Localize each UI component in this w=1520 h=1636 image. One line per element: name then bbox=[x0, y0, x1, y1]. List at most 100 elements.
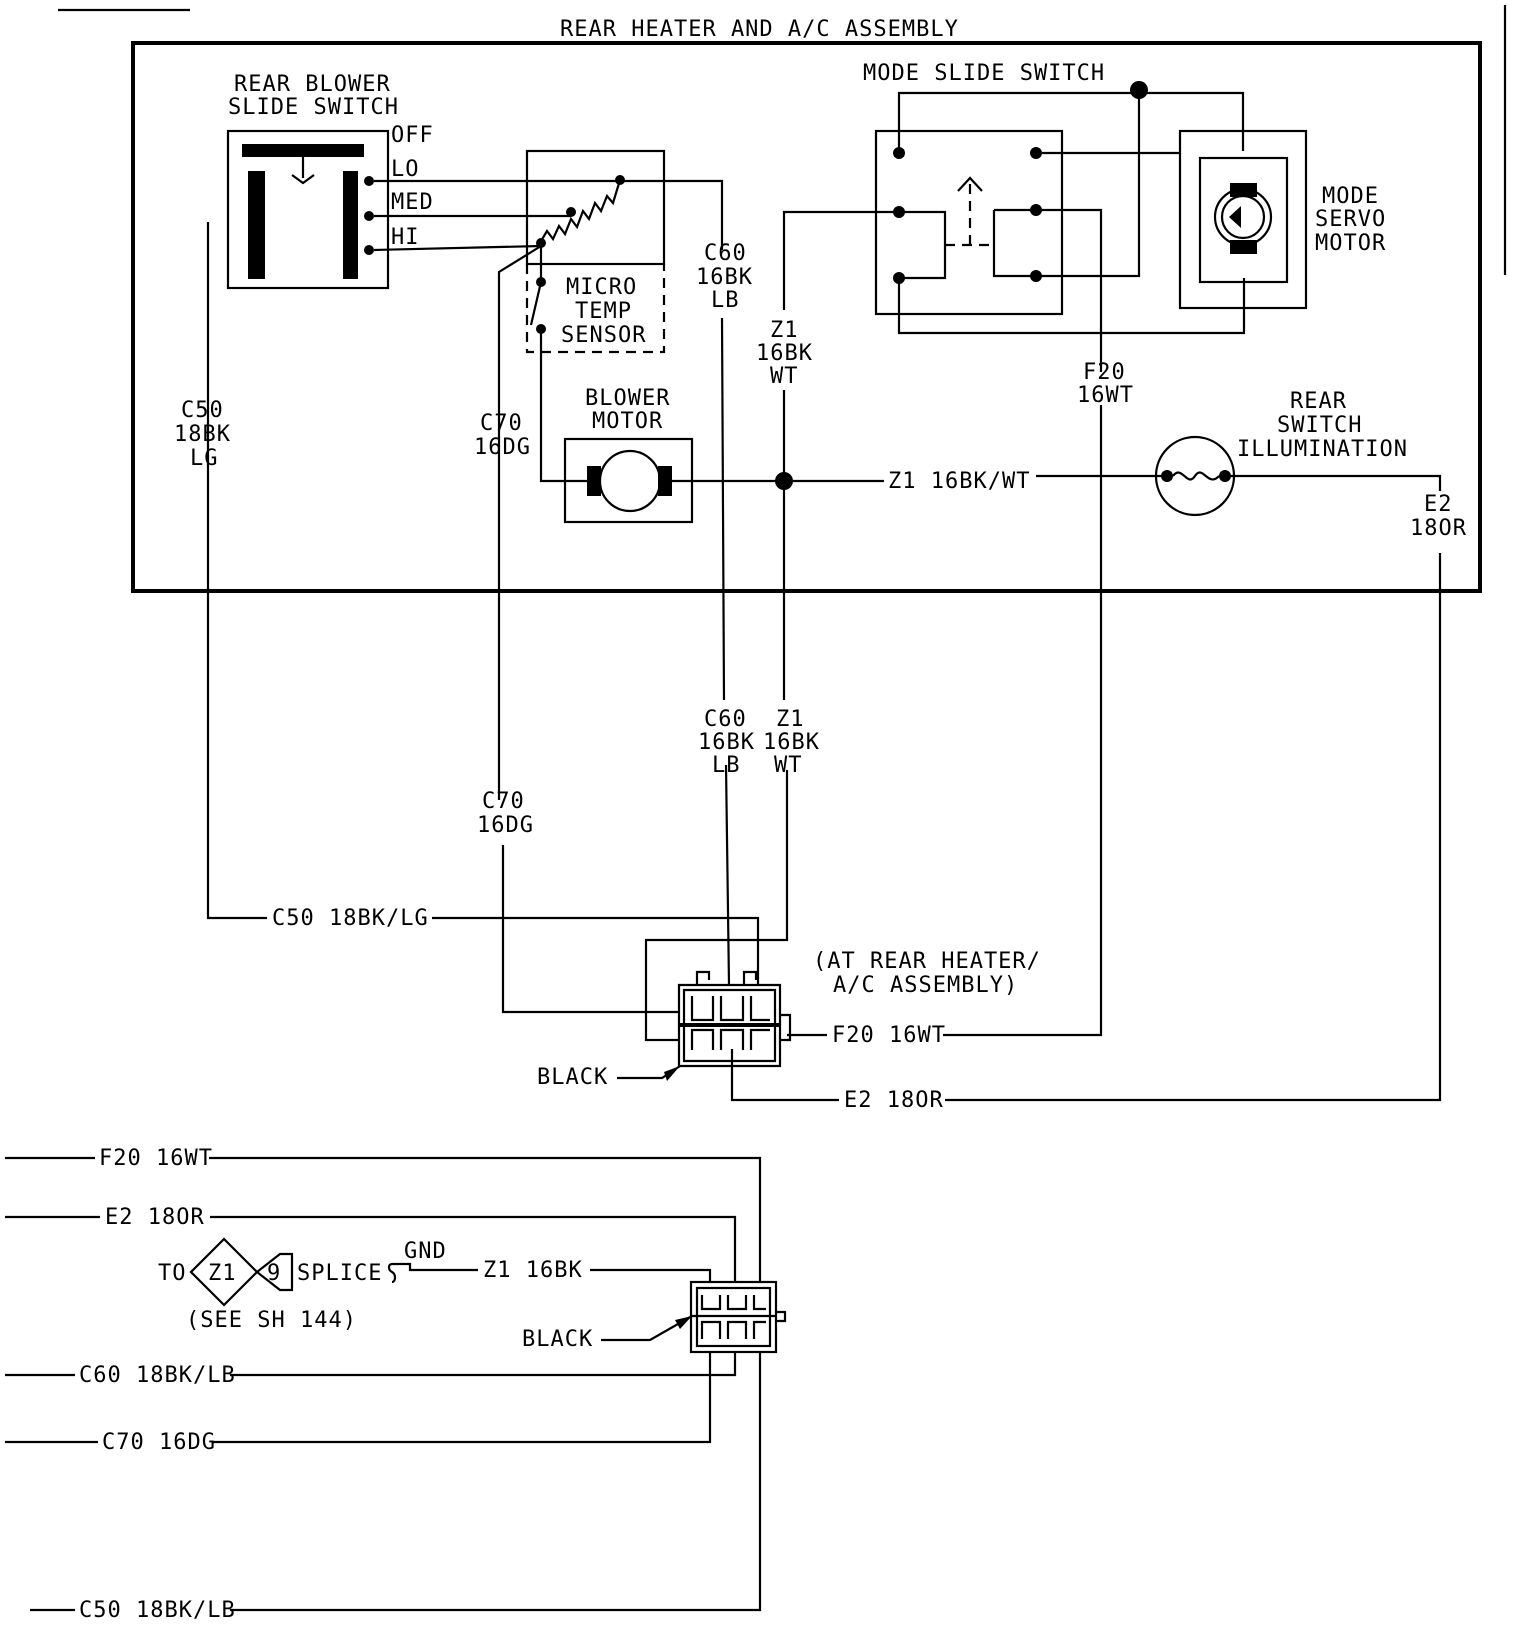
harness-wire-f20 bbox=[209, 1156, 762, 1282]
wire-c60-label-tracer: LB bbox=[712, 753, 741, 778]
wire-mode-bridge bbox=[1036, 90, 1141, 278]
switch-left-contact bbox=[248, 171, 265, 279]
micro-temp-sensor-box bbox=[525, 264, 666, 354]
wire-e2-run bbox=[945, 553, 1442, 1102]
splice-reference: TO Z1 9 SPLICE (SEE SH 144) GND bbox=[158, 1237, 478, 1333]
splice-id: Z1 bbox=[208, 1261, 237, 1286]
wire-f20-run bbox=[943, 405, 1103, 1037]
wire-label-e2-gauge: 18OR bbox=[1410, 516, 1467, 541]
wire-label-z1-gauge: 16BK bbox=[756, 341, 813, 366]
wire-label-c70-gauge: 16DG bbox=[474, 435, 531, 460]
wire-e2-inline-label: E2 18OR bbox=[844, 1088, 944, 1113]
wire-sensor-to-motor bbox=[539, 329, 587, 483]
servo-outer-box bbox=[1178, 129, 1308, 310]
blower-motor-label-2: MOTOR bbox=[592, 409, 663, 434]
wire-label-c70-code: C70 bbox=[480, 411, 523, 436]
harness-z1-label: Z1 16BK bbox=[483, 1258, 583, 1283]
servo-label-1: MODE bbox=[1322, 184, 1379, 209]
micro-temp-label-2: TEMP bbox=[575, 299, 632, 324]
blower-switch-label-1: REAR BLOWER bbox=[234, 72, 391, 97]
mode-switch-left-bridge bbox=[899, 210, 947, 280]
harness-wire-c60 bbox=[230, 1352, 737, 1377]
assembly-box bbox=[131, 41, 1482, 593]
splice-num: 9 bbox=[267, 1261, 281, 1286]
mode-switch-right-bridge bbox=[992, 208, 1036, 278]
position-med: MED bbox=[391, 190, 434, 215]
harness-wire-z1 bbox=[590, 1268, 712, 1282]
page-title: REAR HEATER AND A/C ASSEMBLY bbox=[560, 17, 959, 42]
connector-upper: (AT REAR HEATER/ A/C ASSEMBLY) BLACK bbox=[537, 949, 1041, 1090]
wire-c50-inline-label: C50 18BK/LG bbox=[272, 906, 429, 931]
wire-c60-label-gauge: 16BK bbox=[698, 730, 755, 755]
blower-switch-body bbox=[226, 129, 390, 290]
harness-c50-label: C50 18BK/LB bbox=[79, 1598, 236, 1623]
resistor-box bbox=[525, 149, 666, 266]
wire-z1-upper bbox=[782, 210, 899, 310]
wire-f20-internal bbox=[1036, 208, 1103, 372]
wire-f20-inline-label: F20 16WT bbox=[832, 1023, 946, 1048]
connector-lower-color: BLACK bbox=[522, 1327, 593, 1352]
blower-motor-label-1: BLOWER bbox=[585, 386, 670, 411]
illum-label-2: SWITCH bbox=[1277, 413, 1362, 438]
micro-temp-label-3: SENSOR bbox=[561, 323, 646, 348]
wire-label-e2-code: E2 bbox=[1424, 492, 1453, 517]
rear-blower-slide-switch: REAR BLOWER SLIDE SWITCH OFF LO MED HI bbox=[226, 72, 434, 290]
wire-label-c50-tracer: LG bbox=[190, 446, 219, 471]
wire-illum-e2 bbox=[1225, 474, 1442, 491]
splice-gnd-wire bbox=[392, 1262, 478, 1272]
wire-c50-run bbox=[206, 222, 267, 920]
wire-z1-label-gauge: 16BK bbox=[763, 730, 820, 755]
wire-z1-run-lower bbox=[644, 770, 789, 1042]
wire-label-c60-tracer: LB bbox=[711, 288, 740, 313]
wire-label-c60-gauge: 16BK bbox=[696, 265, 753, 290]
wire-hi bbox=[373, 244, 542, 252]
wire-c60-run-upper bbox=[720, 317, 726, 701]
blower-switch-label-2: SLIDE SWITCH bbox=[228, 95, 399, 120]
wire-label-c60-code: C60 bbox=[704, 241, 747, 266]
splice-gnd: GND bbox=[404, 1239, 447, 1264]
position-lo: LO bbox=[391, 157, 420, 182]
wire-c70-label-gauge: 16DG bbox=[477, 813, 534, 838]
wire-e2-to-connector bbox=[730, 1049, 839, 1102]
blower-motor: BLOWER MOTOR bbox=[563, 386, 694, 524]
splice-to: TO bbox=[158, 1261, 187, 1286]
rear-switch-illumination: REAR SWITCH ILLUMINATION bbox=[1154, 389, 1408, 517]
harness-c70-label: C70 16DG bbox=[102, 1430, 216, 1455]
mode-slide-switch: MODE SLIDE SWITCH bbox=[863, 61, 1105, 316]
blower-motor-symbol bbox=[598, 449, 662, 513]
connector-upper-label-1: (AT REAR HEATER/ bbox=[813, 949, 1041, 974]
wire-lo-c60 bbox=[374, 179, 724, 250]
wire-c60-label-code: C60 bbox=[704, 707, 747, 732]
wire-label-f20-code: F20 bbox=[1083, 360, 1126, 385]
wire-c70-label-code: C70 bbox=[482, 789, 525, 814]
mode-servo-motor: MODE SERVO MOTOR bbox=[1178, 129, 1386, 310]
switch-top-bar bbox=[242, 144, 364, 157]
blower-resistor-block bbox=[525, 149, 666, 266]
position-off: OFF bbox=[391, 123, 434, 148]
illum-label-3: ILLUMINATION bbox=[1237, 437, 1408, 462]
harness-wire-e2 bbox=[210, 1215, 737, 1282]
wire-label-c50-gauge: 18BK bbox=[174, 422, 231, 447]
connector-lower: BLACK bbox=[522, 1280, 787, 1354]
connector-upper-color: BLACK bbox=[537, 1065, 608, 1090]
wire-label-z1-inline: Z1 16BK/WT bbox=[888, 469, 1030, 494]
mode-switch-body bbox=[874, 129, 1064, 316]
harness-c60-label: C60 18BK/LB bbox=[79, 1363, 236, 1388]
servo-label-3: MOTOR bbox=[1315, 231, 1386, 256]
position-hi: HI bbox=[391, 225, 420, 250]
wire-c50-to-connector bbox=[432, 916, 760, 985]
micro-temp-label-1: MICRO bbox=[566, 275, 637, 300]
wire-label-z1-code: Z1 bbox=[770, 318, 799, 343]
splice-tag bbox=[255, 1252, 294, 1292]
wire-label-z1-tracer: WT bbox=[770, 364, 799, 389]
mode-switch-label: MODE SLIDE SWITCH bbox=[863, 61, 1105, 86]
wire-label-c50-code: C50 bbox=[181, 398, 224, 423]
splice-label: SPLICE bbox=[297, 1261, 382, 1286]
harness-e2-label: E2 18OR bbox=[105, 1205, 205, 1230]
micro-temp-sensor: MICRO TEMP SENSOR bbox=[529, 243, 646, 348]
wire-mode-top bbox=[897, 91, 1245, 153]
wire-z1-label-tracer: WT bbox=[774, 753, 803, 778]
resistor-coil bbox=[540, 179, 622, 242]
switch-right-contact bbox=[343, 171, 358, 279]
